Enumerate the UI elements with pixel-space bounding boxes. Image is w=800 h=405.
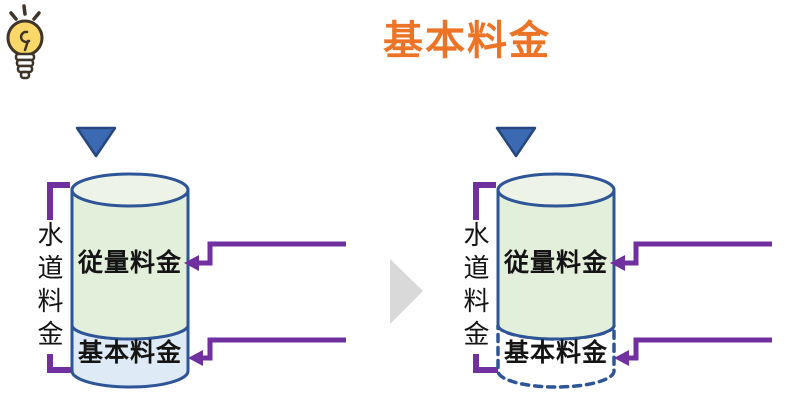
- left-top-connector-line: [197, 241, 346, 266]
- lightbulb-base-tip: [19, 70, 31, 80]
- page-title: 基本料金: [383, 18, 551, 64]
- lightbulb-ray: [32, 11, 41, 21]
- right-bottom-connector-arrowhead-icon: [614, 350, 629, 366]
- left-bottom-connector-line: [201, 337, 346, 361]
- left-top-connector-arrowhead-icon: [184, 255, 199, 271]
- right-top-connector-line: [623, 241, 772, 266]
- left-cylinder-top-section: [70, 188, 190, 341]
- right-diagram: [473, 126, 772, 389]
- left-cylinder-lid: [70, 172, 190, 208]
- right-cylinder-top-section: [496, 188, 616, 341]
- left-bottom-connector-arrowhead-icon: [188, 350, 203, 366]
- lightbulb-ray: [9, 11, 18, 21]
- down-triangle-icon: [495, 126, 537, 158]
- lightbulb-icon: [6, 4, 44, 80]
- right-bottom-section-label: 基本料金: [503, 338, 608, 367]
- right-top-connector-arrowhead-icon: [610, 255, 625, 271]
- right-triangle-arrow-icon: [390, 259, 423, 324]
- left-bottom-section-label: 基本料金: [77, 338, 182, 367]
- left-axis-label: 水道料金: [28, 220, 68, 354]
- lightbulb-filament: [19, 30, 31, 52]
- right-bottom-connector-line: [627, 337, 772, 361]
- left-diagram: [47, 126, 346, 389]
- right-cylinder-lid: [496, 172, 616, 208]
- right-top-section-label: 従量料金: [503, 248, 608, 277]
- right-axis-label: 水道料金: [454, 220, 494, 354]
- lightbulb-ray: [22, 4, 27, 16]
- left-top-section-label: 従量料金: [77, 248, 182, 277]
- down-triangle-icon: [75, 126, 117, 158]
